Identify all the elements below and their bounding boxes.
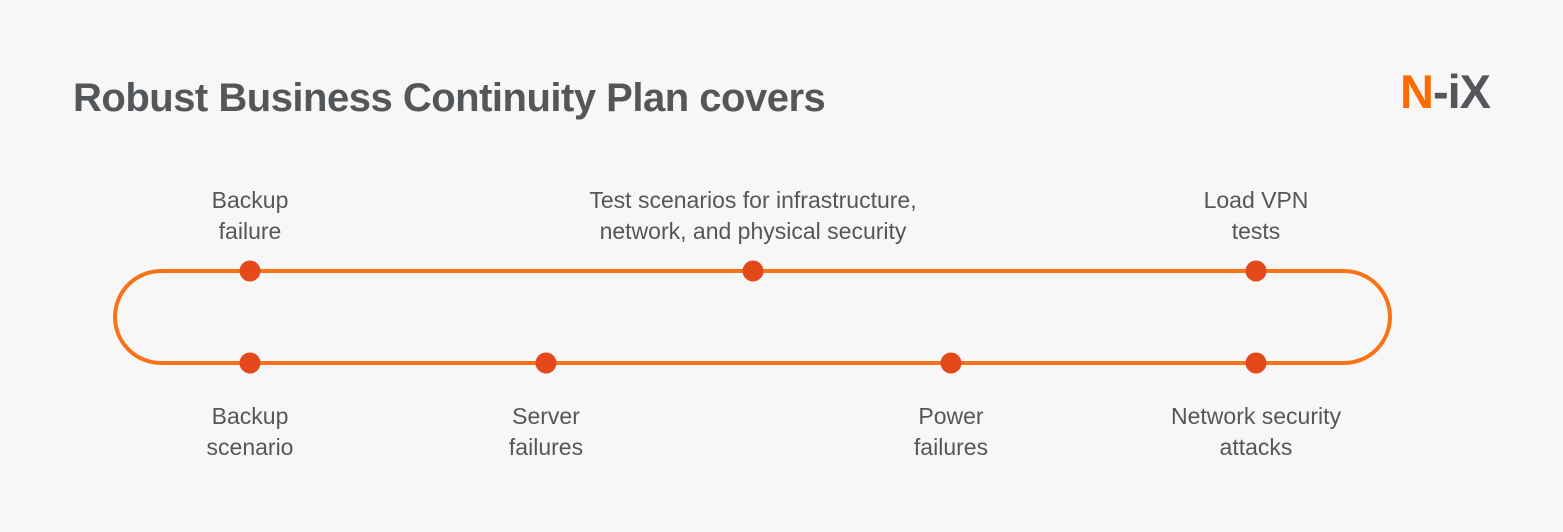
node-label-power-failures: Power failures xyxy=(913,403,989,460)
node-dot-server-failures xyxy=(535,352,557,374)
logo-letters-ix: -iX xyxy=(1432,65,1491,118)
node-dot-network-security xyxy=(1245,352,1267,374)
node-label-backup-failure: Backup failure xyxy=(211,187,289,244)
node-dot-backup-scenario xyxy=(239,352,261,374)
node-label-test-scenarios: Test scenarios for infrastructure, netwo… xyxy=(589,187,917,244)
node-dot-load-vpn-tests xyxy=(1245,260,1267,282)
node-dot-power-failures xyxy=(940,352,962,374)
node-dot-test-scenarios xyxy=(742,260,764,282)
page-title: Robust Business Continuity Plan covers xyxy=(73,76,826,120)
logo-letter-n: N xyxy=(1399,65,1434,118)
nix-logo: N-iX xyxy=(1399,65,1491,118)
node-label-network-security: Network security attacks xyxy=(1171,403,1341,460)
node-label-server-failures: Server failures xyxy=(508,403,584,460)
node-dot-backup-failure xyxy=(239,260,261,282)
loop-track xyxy=(113,269,1392,365)
node-label-backup-scenario: Backup scenario xyxy=(206,403,294,460)
node-label-load-vpn-tests: Load VPN tests xyxy=(1203,187,1309,244)
